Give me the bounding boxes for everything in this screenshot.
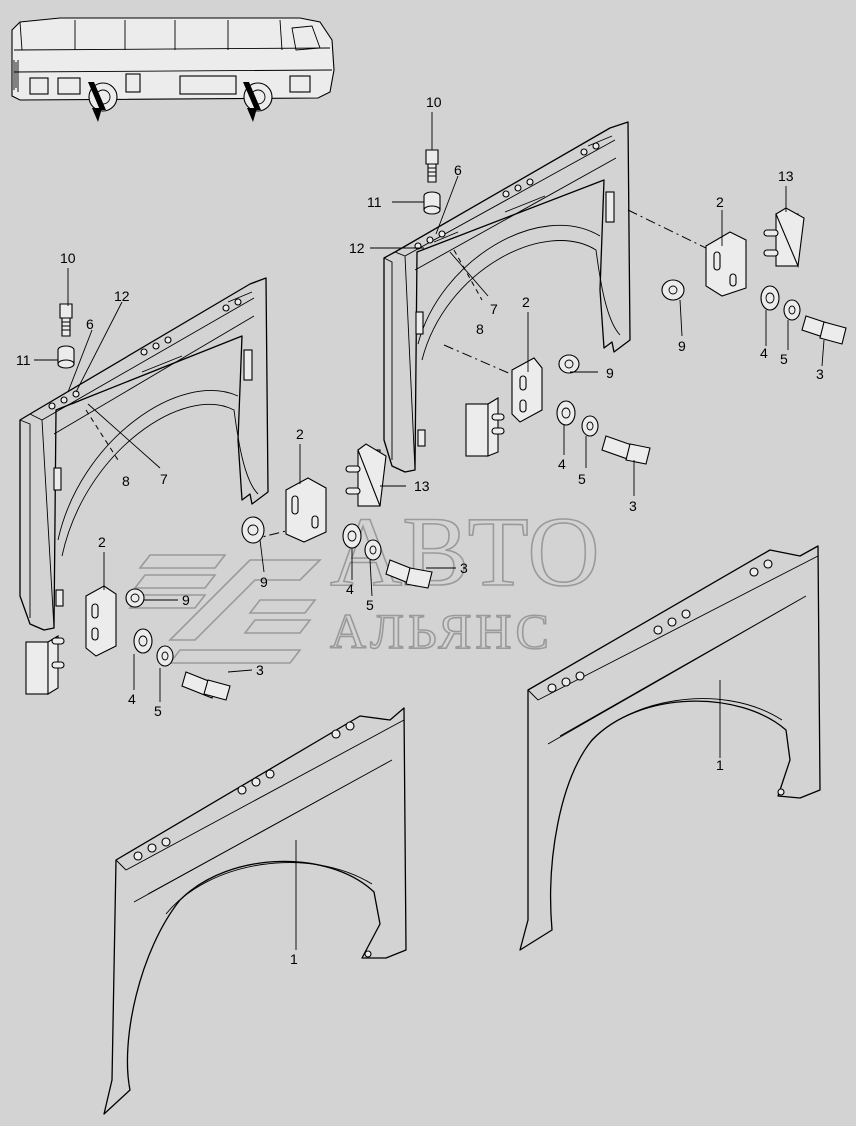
- callout-5: 5: [154, 703, 162, 719]
- callout-12: 12: [114, 288, 130, 304]
- callout-4: 4: [346, 581, 354, 597]
- callout-9: 9: [182, 592, 190, 608]
- upper-right-fender-frame: [383, 121, 631, 473]
- callout-12: 12: [349, 240, 365, 256]
- left-fasteners: [25, 303, 433, 701]
- callout-13: 13: [414, 478, 430, 494]
- callout-5: 5: [780, 351, 788, 367]
- callout-5: 5: [578, 471, 586, 487]
- callout-10: 10: [60, 250, 76, 266]
- callout-2: 2: [716, 194, 724, 210]
- callout-6: 6: [454, 162, 462, 178]
- watermark-line2: АЛЬЯНС: [330, 603, 553, 659]
- callout-6: 6: [86, 316, 94, 332]
- callout-1: 1: [716, 757, 724, 773]
- callout-11: 11: [367, 194, 382, 210]
- upper-right-fasteners: [423, 149, 847, 465]
- callout-1: 1: [290, 951, 298, 967]
- left-fender-panel: [103, 707, 407, 1115]
- callout-9: 9: [260, 574, 268, 590]
- right-fender-panel: [519, 545, 821, 951]
- bus-thumbnail: [11, 17, 335, 122]
- callout-9: 9: [606, 365, 614, 381]
- callout-9: 9: [678, 338, 686, 354]
- callout-11: 11: [16, 352, 31, 368]
- callout-2: 2: [522, 294, 530, 310]
- watermark-logo: [128, 554, 322, 664]
- callout-3: 3: [460, 560, 468, 576]
- callout-4: 4: [128, 691, 136, 707]
- callout-4: 4: [760, 345, 768, 361]
- callout-10: 10: [426, 94, 442, 110]
- callout-4: 4: [558, 456, 566, 472]
- callout-2: 2: [98, 534, 106, 550]
- left-fender-frame: [19, 277, 269, 631]
- callout-labels: 10 11 6 12 7 8 2 9 4 5 3 2 13 9 4 5 3 10…: [16, 94, 824, 967]
- callout-5: 5: [366, 597, 374, 613]
- callout-13: 13: [778, 168, 794, 184]
- callout-3: 3: [256, 662, 264, 678]
- callout-7: 7: [160, 471, 168, 487]
- callout-3: 3: [816, 366, 824, 382]
- callout-8: 8: [122, 473, 130, 489]
- leader-lines: [34, 112, 825, 950]
- callout-8: 8: [476, 321, 484, 337]
- callout-2: 2: [296, 426, 304, 442]
- callout-3: 3: [629, 498, 637, 514]
- callout-7: 7: [490, 301, 498, 317]
